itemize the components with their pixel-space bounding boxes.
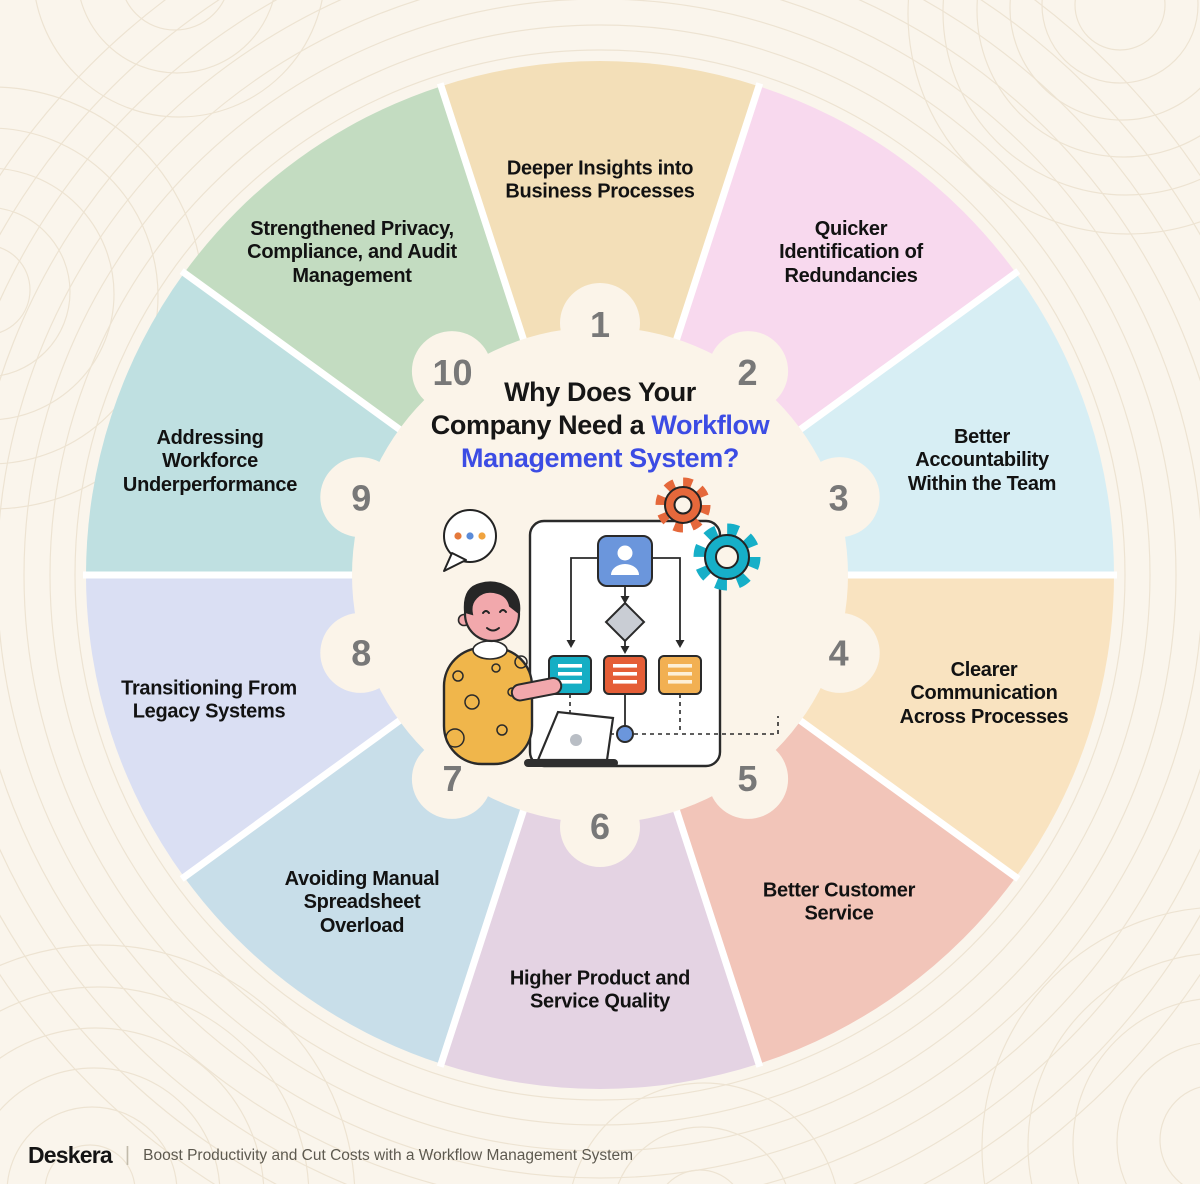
- segment-wedge-2: [600, 86, 1016, 575]
- number-bump: [320, 457, 401, 538]
- segment-number-5: 5: [737, 758, 757, 799]
- laptop-icon: [524, 710, 618, 767]
- divider-line: [436, 82, 604, 577]
- segment-number-6: 6: [590, 806, 610, 847]
- deskera-logo: Deskera: [28, 1142, 113, 1168]
- divider-line: [436, 573, 604, 1068]
- segment-label-1: Deeper Insights into Business Processes: [505, 157, 695, 203]
- pointing-arm: [510, 676, 563, 702]
- hair: [463, 581, 521, 616]
- speech-bubble-icon: [443, 509, 497, 572]
- segment-number-1: 1: [590, 304, 610, 345]
- user-node-icon: [597, 535, 653, 587]
- segment-wedge-1: [441, 61, 759, 576]
- flowchart-connectors: [569, 557, 779, 735]
- segment-label-8: Transitioning From Legacy Systems: [121, 677, 297, 723]
- footer-separator: |: [124, 1144, 131, 1166]
- segment-label-7: Avoiding Manual Spreadsheet Overload: [284, 867, 440, 937]
- flow-end-dot: [616, 725, 634, 743]
- segment-wedge-5: [600, 575, 1016, 1064]
- segment-wedge-8: [86, 575, 600, 878]
- segment-wedge-10: [184, 86, 600, 575]
- divider-line: [596, 573, 764, 1068]
- sweater-pattern: [445, 655, 528, 748]
- segment-wedge-7: [184, 575, 600, 1064]
- segment-number-4: 4: [829, 633, 849, 674]
- flowchart-arrowheads: [566, 596, 685, 654]
- task-node-orange-icon: [603, 655, 647, 695]
- segment-label-6: Higher Product and Service Quality: [509, 967, 691, 1013]
- segment-wedge-6: [441, 575, 759, 1089]
- flowchart-card: [528, 519, 722, 768]
- divider-line: [597, 572, 1021, 882]
- segment-label-4: Clearer Communication Across Processes: [899, 658, 1069, 728]
- number-bump: [320, 612, 401, 693]
- face: [463, 585, 521, 643]
- number-bump: [799, 612, 880, 693]
- footer-tagline: Boost Productivity and Cut Costs with a …: [143, 1146, 634, 1164]
- segment-number-3: 3: [829, 477, 849, 518]
- task-node-amber-icon: [658, 655, 702, 695]
- center-title: Why Does Your Company Need a Workflow Ma…: [404, 376, 796, 475]
- segment-label-2: Quicker Identification of Redundancies: [779, 217, 923, 287]
- person-at-laptop-illustration: [442, 581, 563, 766]
- title-black-text: Why Does Your Company Need a: [430, 377, 697, 440]
- task-node-teal-icon: [548, 655, 592, 695]
- segment-wedge-4: [600, 575, 1114, 878]
- number-bump: [560, 787, 640, 867]
- segment-number-8: 8: [351, 633, 371, 674]
- segment-number-7: 7: [442, 758, 462, 799]
- segment-label-9: Addressing Workforce Underperformance: [122, 426, 298, 496]
- segment-label-3: Better Accountability Within the Team: [907, 425, 1057, 495]
- number-bump: [411, 738, 492, 819]
- number-bump: [799, 457, 880, 538]
- divider-line: [179, 572, 603, 882]
- orange-gear-icon: [655, 477, 711, 533]
- segment-label-5: Better Customer Service: [762, 879, 916, 925]
- workflow-accent-text: Workflow Management System?: [461, 409, 770, 473]
- segment-number-9: 9: [351, 477, 371, 518]
- divider-line: [596, 82, 764, 577]
- footer: Deskera | Boost Productivity and Cut Cos…: [28, 1142, 633, 1169]
- number-bump: [560, 283, 640, 363]
- decision-diamond-icon: [604, 601, 646, 643]
- number-bump: [708, 738, 789, 819]
- segment-label-10: Strengthened Privacy, Compliance, and Au…: [247, 217, 457, 287]
- teal-gear-icon: [693, 523, 761, 591]
